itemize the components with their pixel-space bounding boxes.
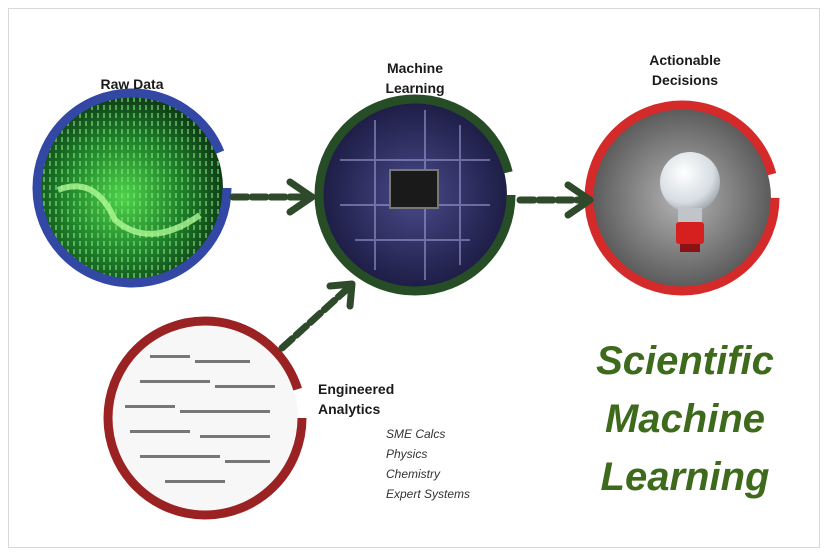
title-line-1: Scientific <box>596 339 774 383</box>
list-item: Chemistry <box>386 467 441 481</box>
title-line-3: Learning <box>600 455 770 499</box>
machine-learning-label: Machine Learning <box>385 60 445 96</box>
engineered-analytics-list: SME Calcs Physics Chemistry Expert Syste… <box>386 424 470 504</box>
list-item: Expert Systems <box>386 487 471 501</box>
list-item: SME Calcs <box>386 427 446 441</box>
raw-data-label: Raw Data <box>100 76 164 92</box>
arrow-head-ml-to-decisions <box>564 181 594 219</box>
lightbulb-base <box>676 222 704 244</box>
engineered-analytics-node <box>103 316 307 520</box>
list-item: Physics <box>386 447 428 461</box>
actionable-decisions-label: Actionable Decisions <box>649 52 721 88</box>
scientific-machine-learning-title: Scientific Machine Learning <box>560 332 810 506</box>
engineered-analytics-ring <box>103 316 307 520</box>
raw-data-binary-texture <box>41 97 223 279</box>
machine-learning-node <box>314 94 516 296</box>
raw-data-ring <box>32 88 232 288</box>
machine-learning-ring <box>314 94 516 296</box>
equations-image <box>112 325 298 511</box>
title-line-2: Machine <box>604 397 766 441</box>
engineered-analytics-label: Engineered Analytics <box>318 381 395 417</box>
actionable-decisions-node <box>584 100 780 296</box>
diagram-frame <box>8 8 820 548</box>
arrow-analytics-to-ml <box>278 286 350 352</box>
arrow-head-raw-to-ml <box>286 178 316 216</box>
raw-data-node <box>32 88 232 288</box>
arrow-head-analytics-to-ml <box>326 280 356 310</box>
lightbulb-icon <box>660 152 720 212</box>
